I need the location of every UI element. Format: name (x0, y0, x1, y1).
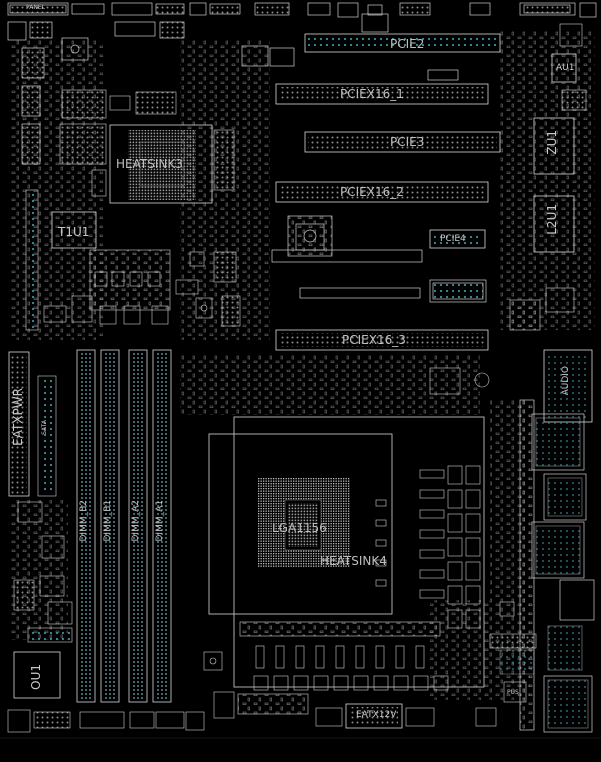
pcie4-slot (429, 229, 486, 249)
pcie-x16-3-label: PCIEX16_3 (342, 333, 406, 347)
panel-label: PANEL (26, 4, 45, 11)
dimm-b2-label: DIMM_B2 (79, 500, 89, 542)
left-mid-components (43, 249, 241, 327)
pcie4-label: PCIE4 (440, 234, 466, 244)
eatx12v-connector (315, 703, 435, 729)
zu1-label: ZU1 (545, 130, 559, 155)
pcie3-label: PCIE3 (390, 135, 425, 149)
dimm-a1-slot (152, 349, 172, 703)
pcie2-label: PCIE2 (390, 37, 425, 51)
zu1-chip (533, 117, 575, 175)
pcie3-slot (304, 131, 501, 153)
ou1-label: OU1 (29, 664, 43, 690)
au1-label: AU1 (556, 63, 575, 73)
ou1-chip (13, 651, 61, 699)
pcie-x16-2-label: PCIEX16_2 (340, 185, 404, 199)
sata-label: SATA (41, 420, 48, 435)
dimm-b1-slot (100, 349, 120, 703)
top-header-strip (7, 2, 597, 18)
audio-connector (543, 349, 593, 423)
bottom-vrm-row (213, 621, 449, 719)
dimm-a2-label: DIMM_A2 (131, 500, 141, 542)
vrm-components (375, 465, 481, 629)
left-edge-header (25, 189, 39, 331)
eatxpwr-connector (8, 351, 57, 497)
pcie-x16-1-slot (275, 83, 489, 105)
heatsink4-label: HEATSINK4 (320, 554, 387, 568)
t1u1-chip (51, 211, 97, 249)
dimm-a2-slot (128, 349, 148, 703)
right-edge-components (509, 23, 587, 331)
top-left-connectors (7, 21, 185, 165)
pcie-small-slots (271, 249, 487, 303)
l2u1-label: L2U1 (545, 204, 559, 235)
bottom-left-components (7, 501, 223, 733)
dimm-b1-label: DIMM_B1 (103, 500, 113, 542)
chipset-surround (59, 89, 235, 197)
au1-chip (551, 53, 577, 83)
center-chips (241, 13, 459, 257)
heatsink3-label: HEATSINK3 (116, 157, 183, 171)
dimm-b2-slot (76, 349, 96, 703)
pcie2-slot (304, 33, 501, 53)
pus-label: PUS (507, 689, 519, 696)
dimm-a1-label: DIMM_A1 (155, 500, 165, 542)
eatx12v-label: EATX12V (356, 710, 397, 720)
chipset-heatsink3 (109, 124, 213, 204)
eatxpwr-label: EATXPWR (11, 388, 25, 446)
pcie-x16-1-label: PCIEX16_1 (340, 87, 404, 101)
audio-label: AUDIO (561, 366, 571, 396)
t1u1-label: T1U1 (58, 225, 90, 239)
pcie-x16-3-slot (275, 329, 489, 351)
l2u1-chip (533, 195, 575, 253)
cpu-socket-lga1156 (208, 416, 485, 688)
lga1156-label: LGA1156 (272, 521, 327, 535)
bottom-right-components (429, 367, 537, 727)
pcie-x16-2-slot (275, 181, 489, 203)
